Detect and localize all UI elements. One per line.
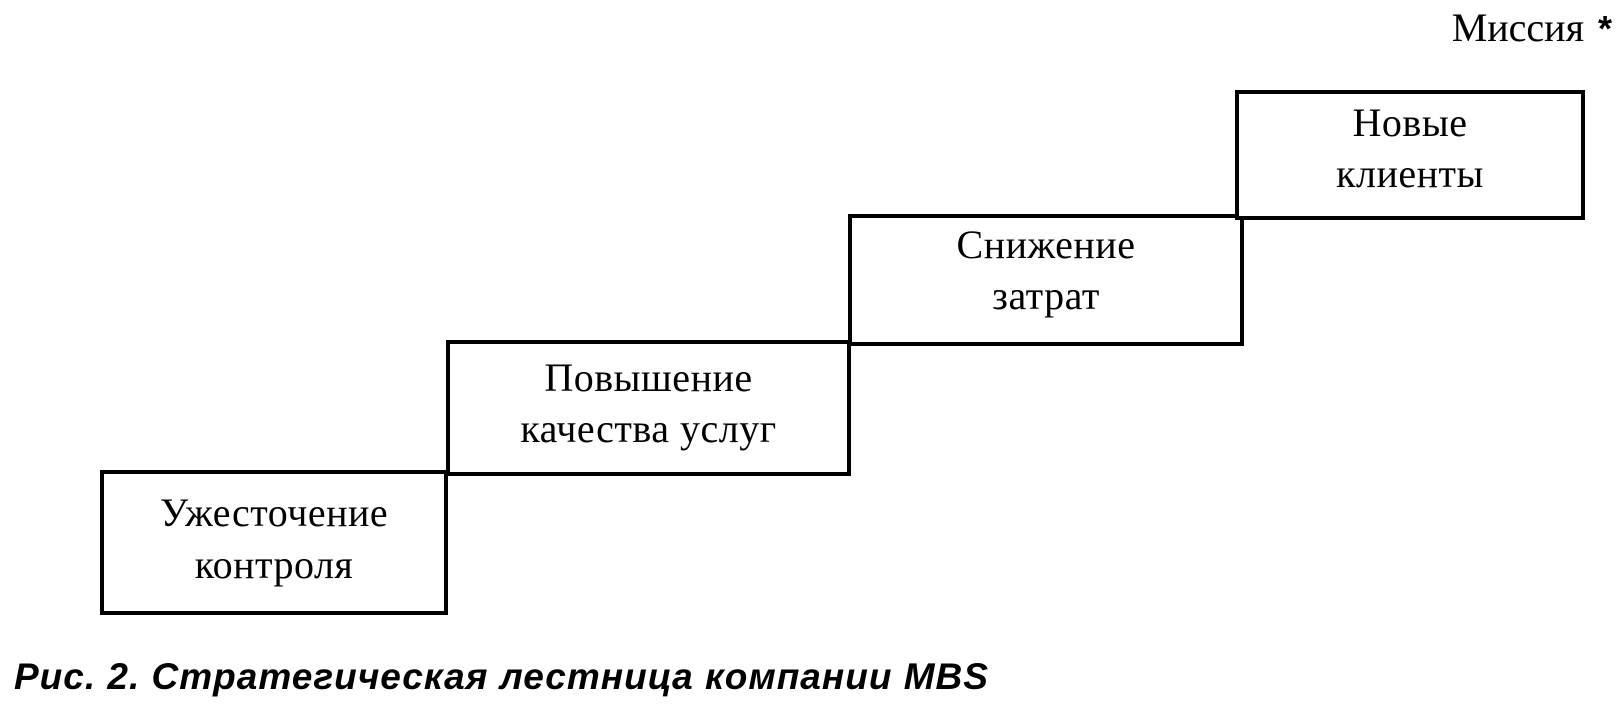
ladder-step-4-line-1: Новые <box>1352 99 1468 145</box>
ladder-step-3-line-1: Снижение <box>956 221 1136 267</box>
ladder-step-4-box: Новые клиенты <box>1235 90 1585 220</box>
ladder-step-1-box: Ужесточение контроля <box>100 470 448 615</box>
ladder-step-2-line-1: Повышение <box>544 354 753 400</box>
ladder-step-1-line-1: Ужесточение <box>159 490 389 536</box>
ladder-step-2-box: Повышение качества услуг <box>446 340 851 476</box>
ladder-step-3-box: Снижение затрат <box>848 214 1244 346</box>
ladder-step-1-line-2: контроля <box>194 541 354 587</box>
ladder-step-4-line-2: клиенты <box>1336 151 1484 196</box>
ladder-step-3-line-2: затрат <box>992 273 1100 318</box>
mission-text: Миссия <box>1451 5 1584 50</box>
mission-footnote-marker: * <box>1597 8 1612 49</box>
ladder-step-2-line-2: качества услуг <box>520 406 777 451</box>
mission-label: Миссия * <box>1452 6 1612 50</box>
figure-caption: Рис. 2. Стратегическая лестница компании… <box>14 656 989 697</box>
